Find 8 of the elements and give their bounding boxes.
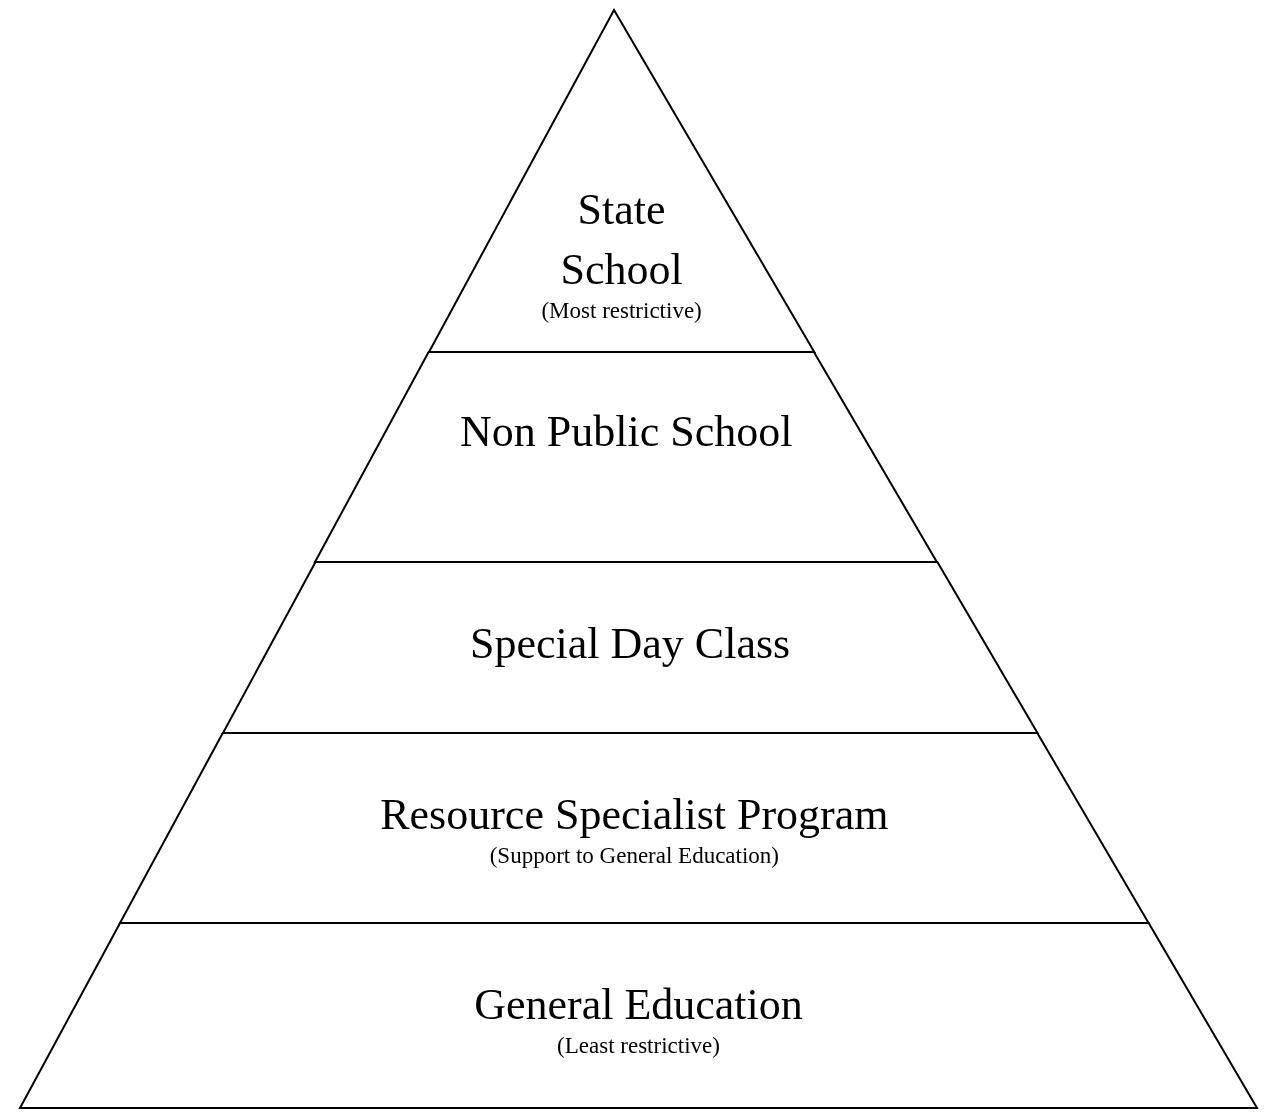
tier-title: Resource Specialist Program	[380, 789, 889, 841]
tier-note: (Support to General Education)	[489, 842, 780, 870]
tier-title: Special Day Class	[470, 618, 791, 670]
tier-title: State School	[559, 184, 684, 296]
tier-title: Non Public School	[460, 406, 793, 458]
tier-note: (Most restrictive)	[541, 297, 702, 325]
tier-title: General Education	[474, 979, 803, 1031]
tier-note: (Least restrictive)	[557, 1032, 720, 1060]
